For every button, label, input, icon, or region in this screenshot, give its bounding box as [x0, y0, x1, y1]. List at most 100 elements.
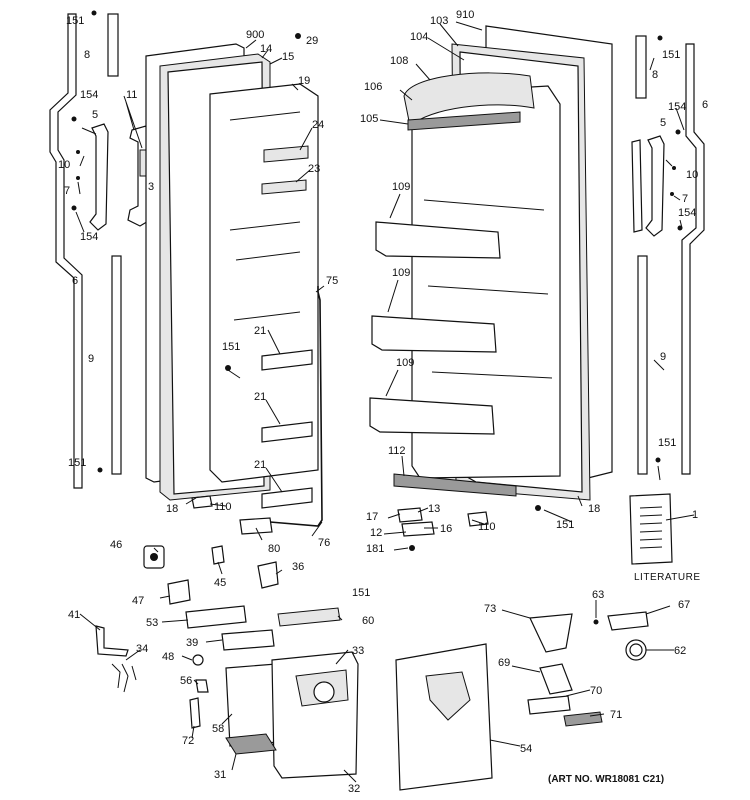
- screw-63: [593, 619, 599, 625]
- callout-151-top-left: 151: [66, 15, 84, 27]
- callout-21-middle: 21: [254, 391, 266, 403]
- lever-69: [539, 663, 573, 695]
- dairy-bar-105: [407, 111, 521, 131]
- callout-70: 70: [590, 685, 602, 697]
- callout-60: 60: [362, 615, 374, 627]
- screw-151-freezer-liner: [225, 365, 231, 371]
- trim-strip-9-right: [637, 255, 648, 475]
- handle-mount-right: [631, 139, 643, 233]
- callout-45: 45: [214, 577, 226, 589]
- screw-29: [295, 33, 301, 39]
- rod-71: [563, 711, 603, 727]
- callout-3: 3: [148, 181, 154, 193]
- callout-103: 103: [430, 15, 448, 27]
- callout-104: 104: [410, 31, 428, 43]
- trim-strip-9-left: [111, 255, 122, 475]
- callout-151-freezer: 151: [222, 341, 240, 353]
- screw-151-bottom-left: [97, 467, 103, 473]
- literature-label: LITERATURE: [634, 572, 701, 583]
- callout-21-bottom: 21: [254, 459, 266, 471]
- callout-151-bottom-left: 151: [68, 457, 86, 469]
- callout-9-right: 9: [660, 351, 666, 363]
- handle-5-right: [645, 135, 665, 237]
- callout-56: 56: [180, 675, 192, 687]
- callout-151-top-right: 151: [662, 49, 680, 61]
- callout-109-top: 109: [392, 181, 410, 193]
- dispenser-recess-54: [395, 643, 493, 791]
- screw-151-top-left: [91, 10, 97, 16]
- callout-154-lower-right: 154: [678, 207, 696, 219]
- trim-strip-8-right: [635, 35, 647, 99]
- screw-151-top-right: [657, 35, 663, 41]
- screw-10-right: [672, 166, 676, 170]
- fresh-food-door-group: [369, 25, 613, 551]
- leader-lines: [75, 21, 695, 783]
- hinge-110-right: [467, 511, 489, 527]
- callout-900: 900: [246, 29, 264, 41]
- freezer-shelf-24: [263, 145, 309, 163]
- door-bin-109-middle: [371, 315, 497, 353]
- callout-105: 105: [360, 113, 378, 125]
- right-door-trim-group: [631, 35, 705, 475]
- callout-71: 71: [610, 709, 622, 721]
- clip-56: [195, 679, 209, 693]
- hinge-bushing-80: [239, 517, 273, 535]
- trim-strip-6-right: [681, 43, 705, 475]
- callout-39: 39: [186, 637, 198, 649]
- actuator-36: [257, 561, 279, 589]
- bracket-72: [189, 697, 201, 729]
- callout-13: 13: [428, 503, 440, 515]
- callout-72: 72: [182, 735, 194, 747]
- callout-6-left: 6: [72, 275, 78, 287]
- callout-73: 73: [484, 603, 496, 615]
- callout-32: 32: [348, 783, 360, 795]
- bracket-67: [607, 611, 649, 631]
- screw-10-left: [76, 150, 80, 154]
- callout-15: 15: [282, 51, 294, 63]
- callout-53: 53: [146, 617, 158, 629]
- freezer-door-group: [145, 33, 323, 535]
- dispenser-cover-group: [395, 611, 649, 791]
- fresh-food-liner-contour: [423, 199, 553, 379]
- leader-lines-bottom: [79, 547, 674, 783]
- trim-strip-8-left: [107, 13, 119, 77]
- bracket-47: [167, 579, 191, 605]
- trim-strip-6-left: [49, 13, 83, 489]
- callout-19: 19: [298, 75, 310, 87]
- callout-18-right: 18: [588, 503, 600, 515]
- callout-76: 76: [318, 537, 330, 549]
- callout-110-left: 110: [214, 501, 232, 513]
- screw-154-upper-right: [675, 129, 681, 135]
- screw-10b-left: [76, 176, 80, 180]
- literature-booklet-1: [629, 493, 673, 565]
- callout-36: 36: [292, 561, 304, 573]
- callout-10-right: 10: [686, 169, 698, 181]
- callout-10-left: 10: [58, 159, 70, 171]
- housing-58: [225, 663, 279, 747]
- callout-41: 41: [68, 609, 80, 621]
- trim-bar-60: [277, 607, 341, 627]
- funnel-outlet-33: [313, 681, 335, 703]
- callout-9-left: 9: [88, 353, 94, 365]
- grommet-48: [192, 654, 204, 666]
- screw-7-right: [670, 192, 674, 196]
- callout-108: 108: [390, 55, 408, 67]
- callout-154-lower-left: 154: [80, 231, 98, 243]
- callout-151-fresh-food: 151: [556, 519, 574, 531]
- callout-46: 46: [110, 539, 122, 551]
- callout-48: 48: [162, 651, 174, 663]
- callout-8-right: 8: [652, 69, 658, 81]
- callout-5-left: 5: [92, 109, 98, 121]
- dispenser-chute-opening: [425, 671, 471, 721]
- freezer-liner-contour: [229, 111, 301, 321]
- callout-67: 67: [678, 599, 690, 611]
- callout-62: 62: [674, 645, 686, 657]
- left-door-trim-group: [49, 10, 151, 489]
- callout-33: 33: [352, 645, 364, 657]
- callout-labels: 151 8 154 5 11 10 3 7 154 6 9 151 900 14…: [58, 9, 708, 795]
- freezer-rod-23: [261, 179, 307, 195]
- leader-lines-right: [379, 21, 695, 551]
- handle-5-left: [89, 123, 109, 231]
- callout-69: 69: [498, 657, 510, 669]
